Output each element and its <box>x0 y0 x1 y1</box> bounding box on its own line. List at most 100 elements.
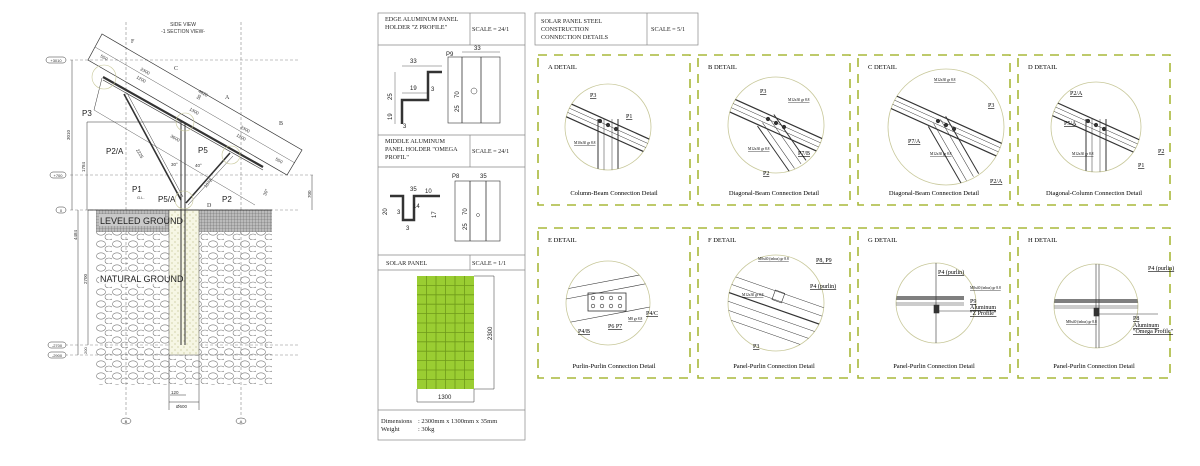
dim-1200-bottom: 1200 <box>236 133 248 143</box>
omega-dim-35: 35 <box>410 187 417 193</box>
z-dim-3: 3 <box>431 87 435 93</box>
detail-frame <box>537 227 691 379</box>
detail-caption: Panel-Purlin Connection Detail <box>1053 363 1135 370</box>
detail-drawing <box>727 76 825 174</box>
detail-label: P5/A <box>1064 121 1077 127</box>
detail-caption: Diagonal-Column Connection Detail <box>1046 190 1142 197</box>
member-p3: P3 <box>82 109 92 118</box>
detail-caption: Panel-Purlin Connection Detail <box>893 363 975 370</box>
dim-pile-diameter: Ø600 <box>176 404 188 409</box>
omega-part-label: P8 <box>452 174 460 180</box>
detail-label: P1 <box>1138 163 1144 169</box>
dim-700: 700 <box>307 190 312 198</box>
detail-label: P2 <box>763 171 769 177</box>
omega-profile-title-box: MIDDLE ALUMINUM PANEL HOLDER "OMEGA PROF… <box>385 138 457 161</box>
detail-frame <box>537 54 691 206</box>
title-line: SOLAR PANEL STEEL <box>541 18 602 25</box>
detail-title: C DETAIL <box>868 64 897 71</box>
detail-title: G DETAIL <box>868 237 897 244</box>
z-part-label: P9 <box>446 52 454 58</box>
detail-caption: Column-Beam Connection Detail <box>570 190 658 197</box>
detail-title: F DETAIL <box>708 237 736 244</box>
dim-2300-bottom: 2300 <box>240 125 252 135</box>
detail-drawing <box>1053 263 1139 349</box>
detail-label: "Omega Profile" <box>1133 328 1174 335</box>
detail-label: P7/B <box>798 151 810 157</box>
detail-drawing <box>565 260 651 346</box>
detail-label: P6 P7 <box>608 324 622 330</box>
detail-caption: Diagonal-Beam Connection Detail <box>729 190 819 197</box>
detail-label: P9 <box>970 299 976 305</box>
angle-30: 30° <box>171 162 178 167</box>
omega-dim-20: 20 <box>383 208 389 215</box>
omega-side-dim-25: 25 <box>463 223 469 230</box>
z-dim-19: 19 <box>410 86 417 92</box>
omega-profile-drawing: 35 10 14 3 20 17 3 35 70 25 P8 <box>383 174 501 242</box>
detail-label: M12x30 gr 8.8 <box>1072 152 1094 156</box>
solar-panel-title: SOLAR PANEL <box>386 260 427 267</box>
dim-2225: 2225 <box>135 148 145 160</box>
z-side-dim-33: 33 <box>474 46 481 52</box>
details-scale: SCALE = 5/1 <box>651 26 685 33</box>
detail-drawing <box>564 83 652 171</box>
detail-label: "Z Profile" <box>970 310 997 317</box>
detail-label: M12x30 gr 8.8 <box>930 152 952 156</box>
dim-3010: 3010 <box>66 129 71 140</box>
z-dim-19b: 19 <box>388 113 394 120</box>
level-minus-2700: -2700 <box>52 343 63 348</box>
detail-label: M8 gr 8.8 <box>628 317 642 321</box>
detail-frame <box>1017 54 1171 206</box>
detail-mark-a: A <box>225 95 230 101</box>
detail-label: M8x40 (inbus) gr 8.8 <box>1066 320 1097 324</box>
z-dim-3b: 3 <box>403 124 407 130</box>
omega-dim-10: 10 <box>425 189 432 195</box>
detail-title: E DETAIL <box>548 237 577 244</box>
concrete-pile <box>168 209 200 356</box>
detail-label: M8x40 (inbus) gr 8.8 <box>970 286 1001 290</box>
detail-label: M10x30 gr 8.8 <box>574 141 596 145</box>
detail-label: P4/B <box>578 329 590 335</box>
detail-frame <box>697 227 851 379</box>
detail-drawing <box>727 254 825 352</box>
omega-dim-3: 3 <box>397 210 401 216</box>
weight-value: : 30kg <box>418 426 435 433</box>
dim-4484: 4484 <box>73 229 78 240</box>
detail-label: P3 <box>590 93 596 99</box>
detail-drawing <box>895 262 977 344</box>
dim-550-top: 550 <box>100 54 109 62</box>
detail-label: M12x30 gr 8.8 <box>788 98 810 102</box>
dim-3600: 3600 <box>170 134 182 144</box>
side-view-subtitle: -1 SECTION VIEW- <box>161 29 205 35</box>
detail-caption: Purlin-Purlin Connection Detail <box>572 363 655 370</box>
dim-200: 200 <box>83 347 88 354</box>
level-0: 0 <box>60 208 63 213</box>
dimensions-label: Dimensions <box>381 418 413 425</box>
profiles-panel: EDGE ALUMINUM PANEL HOLDER "Z PROFILE" M… <box>377 12 526 441</box>
omega-profile-scale: SCALE = 24/1 <box>472 148 509 155</box>
omega-dim-17: 17 <box>432 211 438 218</box>
detail-panel-e: E DETAIL Purlin-Purlin Connection Detail P… <box>537 227 691 379</box>
detail-label: M12x30 gr 8.8 <box>742 293 764 297</box>
solar-panel-drawing: 1300 2300 <box>416 275 495 403</box>
side-view-title: SIDE VIEW <box>170 22 196 28</box>
weight-label: Weight <box>381 426 400 433</box>
detail-label: P8 <box>1133 316 1139 322</box>
steel-structure <box>87 33 303 345</box>
level-minus-2900: -2900 <box>52 353 63 358</box>
detail-label: P3 <box>760 89 766 95</box>
detail-frame <box>857 227 1011 379</box>
detail-label: P4 (purlin) <box>810 283 836 290</box>
z-profile-scale: SCALE = 24/1 <box>472 26 509 33</box>
detail-mark-d: D <box>207 203 212 209</box>
ground-level-mark: G.L. <box>137 195 145 200</box>
z-profile-title-box: EDGE ALUMINUM PANEL HOLDER "Z PROFILE" <box>385 16 458 31</box>
dimensions-value: : 2300mm x 1300mm x 35mm <box>418 418 497 425</box>
angle-40: 40° <box>195 163 202 168</box>
